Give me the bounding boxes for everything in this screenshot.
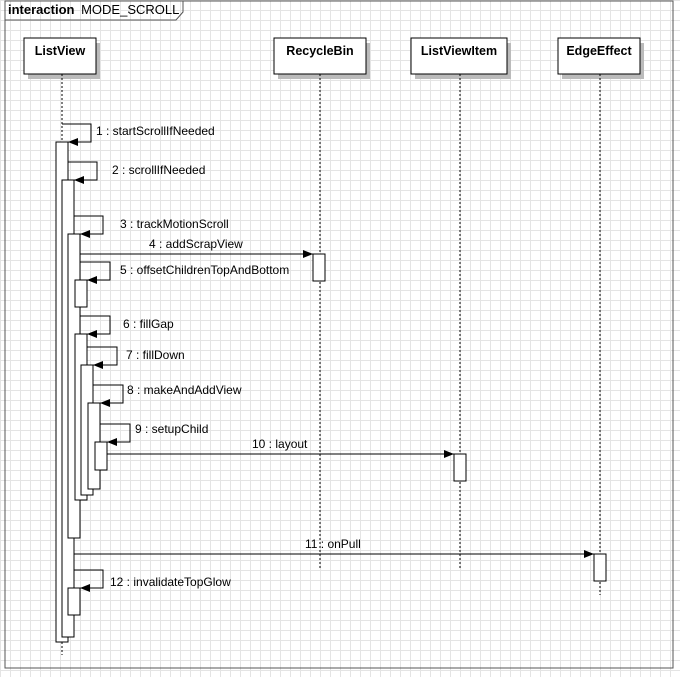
lifeline-box-listview[interactable] [23, 37, 97, 75]
message-label: 1 : startScrollIfNeeded [96, 124, 215, 138]
interaction-frame: interaction MODE_SCROLL [4, 0, 674, 669]
lifeline-label-recyclebin: RecycleBin [286, 44, 353, 58]
activation-bar [67, 587, 81, 616]
messages [62, 123, 594, 592]
activation-bar [74, 279, 88, 308]
lifeline-lines [61, 74, 601, 655]
lifeline-heads: ListView RecycleBin ListViewItem EdgeEff… [23, 37, 644, 79]
frame-keyword: interaction [8, 2, 75, 17]
frame-title: interaction MODE_SCROLL [8, 2, 179, 17]
message-labels: 1 : startScrollIfNeeded 2 : scrollIfNeed… [96, 124, 361, 589]
message-arrow [80, 315, 111, 338]
message-label: 7 : fillDown [126, 348, 185, 362]
lifeline-label-listviewitem: ListViewItem [421, 44, 497, 58]
message-label: 5 : offsetChildrenTopAndBottom [120, 263, 289, 277]
message-arrow [100, 423, 131, 446]
message-label: 9 : setupChild [135, 422, 208, 436]
message-label: 2 : scrollIfNeeded [112, 163, 205, 177]
message-arrow [80, 261, 111, 284]
message-label: 12 : invalidateTopGlow [110, 575, 231, 589]
message-arrow [74, 215, 104, 238]
message-arrow [87, 346, 118, 369]
activation-bar [593, 553, 607, 582]
activation-bar [312, 253, 326, 282]
activation-bars [55, 141, 607, 643]
message-label: 3 : trackMotionScroll [120, 217, 229, 231]
message-label: 11 : onPull [305, 537, 361, 551]
message-label: 10 : layout [252, 437, 308, 451]
message-arrow [68, 161, 98, 184]
frame-name: MODE_SCROLL [81, 2, 179, 17]
message-arrow [62, 123, 92, 146]
message-label: 6 : fillGap [123, 317, 174, 331]
message-arrow [93, 384, 124, 407]
message-label: 8 : makeAndAddView [127, 383, 242, 397]
activation-bar [453, 453, 467, 482]
lifeline-label-edgeeffect: EdgeEffect [566, 44, 632, 58]
message-label: 4 : addScrapView [149, 237, 243, 251]
lifeline-box-edgeeffect[interactable] [557, 37, 641, 75]
activation-bar [94, 441, 108, 471]
lifeline-label-listview: ListView [35, 44, 86, 58]
lifeline-box-listviewitem[interactable] [410, 37, 508, 75]
message-arrow [74, 569, 104, 592]
